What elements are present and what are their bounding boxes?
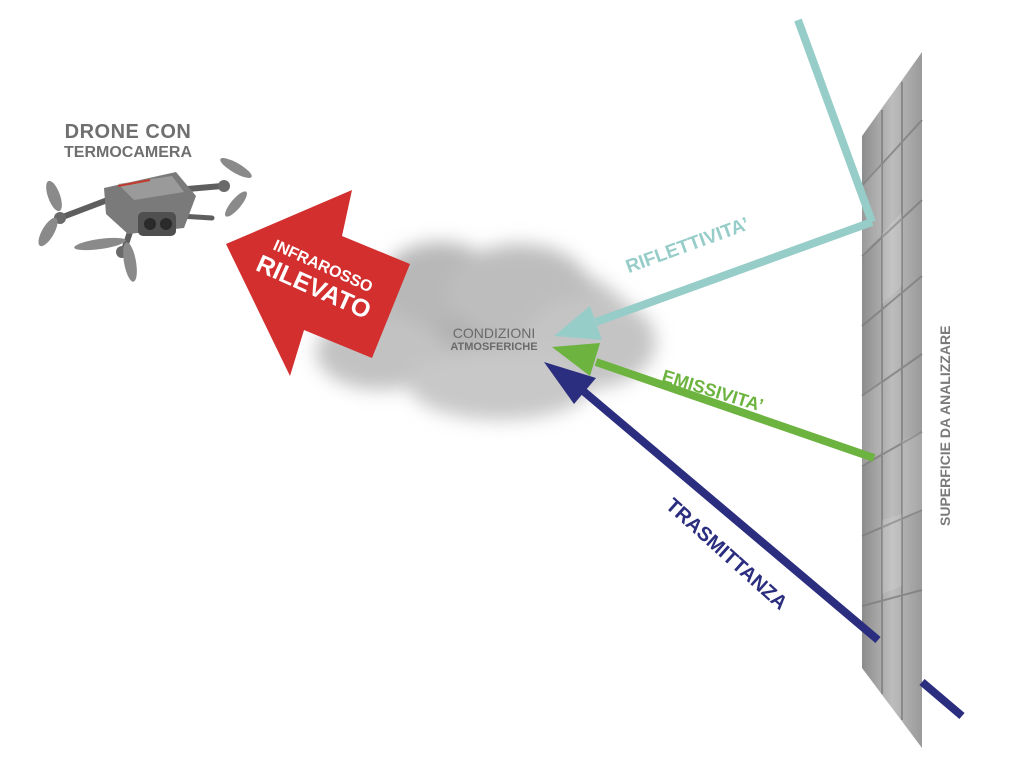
transmittance-arrowhead [544,362,596,404]
drone-title-line2: TERMOCAMERA [64,144,192,161]
atmosphere-label-line1: CONDIZIONI [452,325,536,341]
transmittance-ray [579,386,881,644]
infrared-arrow [226,190,410,376]
drone-title: DRONE CON TERMOCAMERA [40,122,216,161]
reflectivity-ray [594,18,876,326]
reflectivity-arrowhead [554,306,602,340]
drone-title-line1: DRONE CON [64,121,192,143]
surface-label: SUPERFICIE DA ANALIZZARE [937,325,953,526]
drone-icon [38,158,252,282]
transmittance-ray-behind-wall [919,678,965,720]
atmosphere-label-line2: ATMOSFERICHE [450,341,538,353]
atmosphere-label: CONDIZIONI ATMOSFERICHE [414,326,574,353]
concrete-wall-icon [861,52,923,748]
emissivity-ray [594,358,876,462]
emissivity-arrowhead [552,343,600,376]
